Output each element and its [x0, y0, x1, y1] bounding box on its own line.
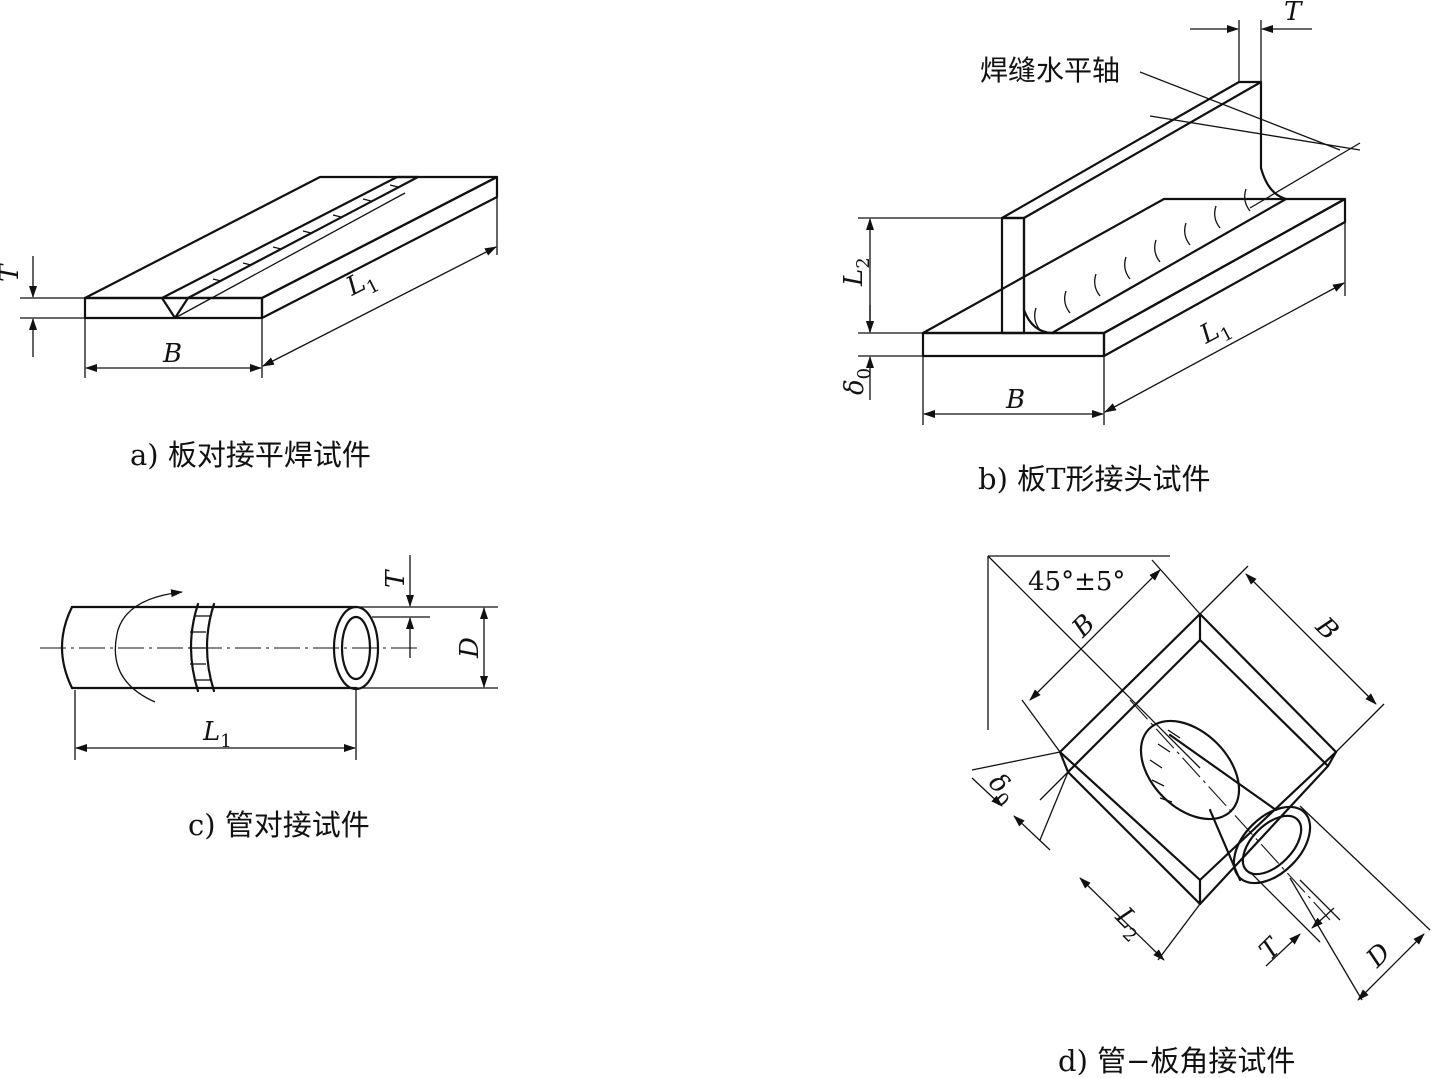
dimension-d-width-2: B: [1199, 565, 1385, 753]
dimension-a-thickness: T: [0, 256, 85, 357]
base-plate-b: [921, 197, 1347, 358]
vertical-plate-b: [1000, 80, 1263, 335]
label-c-diameter: D: [455, 637, 485, 659]
label-a-width: B: [162, 339, 182, 369]
label-b-width: B: [1005, 385, 1025, 415]
label-a-thickness: T: [0, 263, 25, 282]
dimension-c-thickness: T: [372, 555, 430, 658]
weld-groove-a: [160, 175, 420, 320]
label-c-length: L1: [202, 717, 232, 752]
weld-bead-c: [189, 602, 216, 693]
dimension-d-angle: 45°±5°: [987, 555, 1201, 769]
label-d-plate-thickness: δ0: [979, 768, 1023, 812]
label-b-height: L2: [839, 257, 874, 287]
rotation-arrow-icon: [114, 589, 183, 703]
label-d-angle: 45°±5°: [1028, 567, 1125, 597]
label-b-plate-thickness: δ0: [840, 368, 875, 395]
dimension-d-height: L2: [1039, 771, 1201, 961]
figure-d-pipe-plate-fillet: 45°±5° B B δ0 L2: [971, 555, 1431, 1078]
dimension-d-plate-thickness: δ0: [971, 751, 1069, 851]
figure-c-pipe-butt-weld: D T L1 c) 管对接试件: [40, 555, 498, 842]
caption-b: b) 板T形接头试件: [978, 462, 1210, 496]
dimension-b-thickness: T: [1190, 0, 1312, 82]
dimension-c-length: L1: [74, 690, 357, 760]
dimension-a-width: B: [84, 318, 263, 378]
fillet-weld-b: [1022, 115, 1361, 335]
caption-a: a) 板对接平焊试件: [130, 438, 371, 472]
figure-b-t-joint: 焊缝水平轴 T L2 δ0 B: [839, 0, 1361, 496]
label-c-thickness: T: [381, 569, 411, 588]
dimension-b-plate-thickness: δ0: [840, 305, 875, 400]
dimension-c-diameter: D: [356, 606, 498, 689]
caption-c: c) 管对接试件: [188, 808, 370, 842]
dimension-d-diameter: D: [1289, 805, 1431, 1001]
dimension-a-length: L1: [262, 197, 498, 367]
leader-weld-axis: [1139, 71, 1341, 151]
pipe-c-body: [40, 605, 420, 691]
label-d-diameter: D: [1360, 937, 1397, 974]
note-weld-horizontal-axis: 焊缝水平轴: [980, 54, 1120, 87]
dimension-b-length: L1: [1104, 222, 1346, 413]
dimension-b-height: L2: [839, 217, 1002, 357]
figure-a-plate-butt-weld: T B L1 a) 板对接平焊试件: [0, 175, 499, 472]
dimension-b-width: B: [922, 356, 1105, 425]
pipe-d-body: [1129, 699, 1331, 921]
label-b-thickness: T: [1284, 0, 1303, 27]
label-b-length: L1: [1194, 310, 1237, 355]
caption-d: d) 管−板角接试件: [1058, 1044, 1295, 1078]
label-a-length: L1: [341, 262, 383, 307]
plate-a-body: [83, 175, 499, 320]
